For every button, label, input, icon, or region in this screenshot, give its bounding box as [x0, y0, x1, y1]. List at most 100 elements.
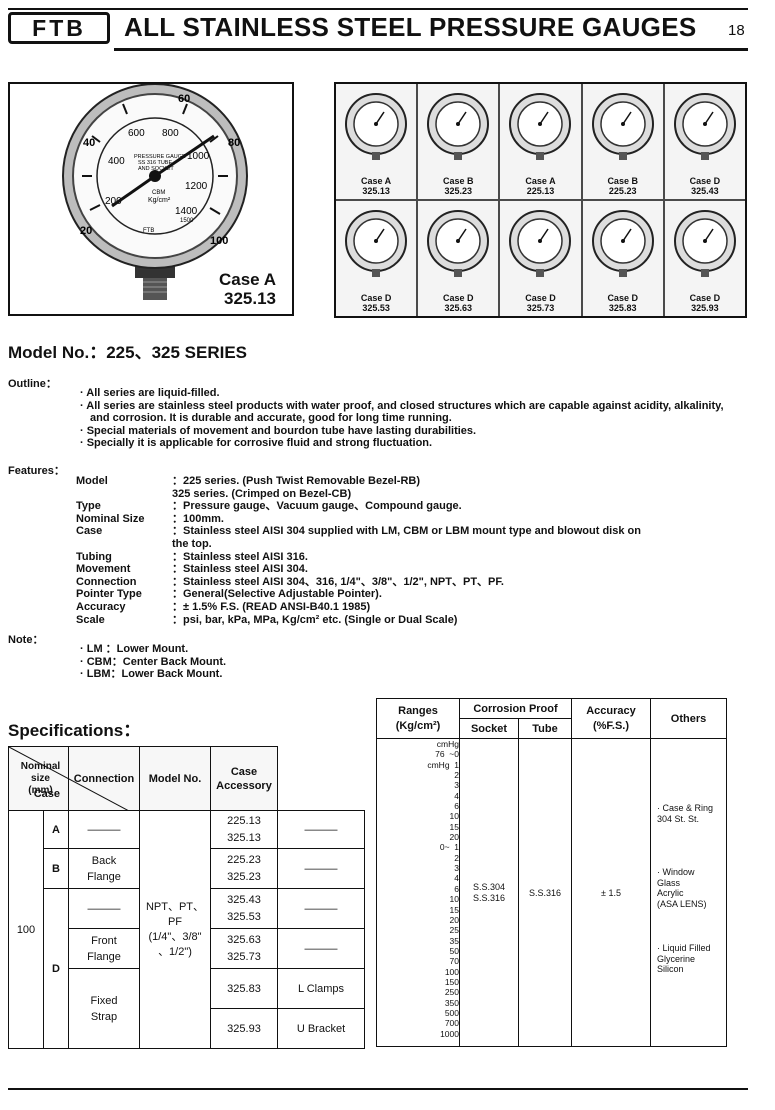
- feature-value: ：100mm.: [172, 512, 224, 525]
- cell-size: 100: [8, 810, 44, 1049]
- feature-key: Scale: [76, 613, 105, 626]
- feature-key: Accuracy: [76, 600, 126, 613]
- case-variant-name: Case D: [689, 176, 721, 186]
- range-value: 35: [449, 935, 459, 946]
- range-value: 350: [444, 997, 459, 1008]
- th-ranges: Ranges(Kg/cm²): [376, 698, 460, 739]
- main-case-name: Case A: [218, 270, 276, 289]
- main-case-label: Case A 325.13: [219, 270, 276, 308]
- case-variant-name: Case D: [689, 293, 721, 303]
- features-label: Features：: [8, 465, 65, 477]
- main-gauge-photo: 20 40 60 80 100 200 400 600 800 1000 120…: [8, 82, 294, 316]
- outline-item: · Specially it is applicable for corrosi…: [80, 437, 433, 449]
- range-value: 1000: [440, 1028, 459, 1039]
- features-list: Model：225 series. (Push Twist Removable …: [76, 475, 732, 626]
- gauge-thumbnail-icon: [345, 210, 408, 277]
- case-variant-code: 325.23: [444, 186, 473, 196]
- gauge-illustration: 20 40 60 80 100 200 400 600 800 1000 120…: [62, 83, 248, 300]
- feature-key: Nominal Size: [76, 512, 145, 525]
- range-value: 6: [454, 801, 459, 812]
- range-value: 10: [449, 894, 459, 905]
- th-model: Model No.: [139, 746, 211, 811]
- dial-inner-2: 600: [128, 128, 145, 139]
- th-case: Case: [33, 788, 60, 800]
- case-variant-name: Case A: [525, 176, 556, 186]
- range-value: 50: [449, 945, 459, 956]
- range-value: 4: [454, 790, 459, 801]
- ranges-table: Ranges(Kg/cm²) Corrosion Proof Accuracy(…: [376, 698, 727, 1047]
- range-value: 15: [449, 904, 459, 915]
- range-value: 20: [449, 914, 459, 925]
- th-socket: Socket: [459, 718, 519, 739]
- case-variant-name: Case D: [360, 293, 392, 303]
- range-value: 100: [444, 966, 459, 977]
- dial-inner-4: 1000: [187, 151, 210, 162]
- feature-value: ：Stainless steel AISI 316.: [172, 550, 308, 563]
- range-value: 250: [444, 987, 459, 998]
- cell-accessory: ———: [277, 888, 365, 929]
- th-corrosion: Corrosion Proof: [459, 698, 572, 719]
- cell-connection: NPT、PT、PF(1/4"、3/8"、1/2"): [139, 810, 211, 1049]
- range-value: 70: [449, 956, 459, 967]
- feature-value: ：± 1.5% F.S. (READ ANSI-B40.1 1985): [172, 600, 371, 613]
- range-value: 2: [454, 852, 459, 863]
- feature-value: ：Stainless steel AISI 304、316, 1/4"、3/8"…: [172, 575, 504, 588]
- gauge-thumbnail-icon: [673, 210, 736, 277]
- feature-value: ：Stainless steel AISI 304.: [172, 563, 308, 576]
- dial-inner-0: 200: [105, 196, 122, 207]
- cell-accessory: ———: [277, 928, 365, 969]
- gauge-thumbnail-icon: [509, 210, 572, 277]
- feature-value: the top.: [172, 537, 212, 550]
- cell-accessory: ———: [277, 848, 365, 889]
- range-value: 3: [454, 780, 459, 791]
- gauge-thumbnail-icon: [345, 93, 408, 160]
- dial-outer-1: 40: [83, 137, 95, 149]
- page-title: ALL STAINLESS STEEL PRESSURE GAUGES: [124, 12, 697, 42]
- range-value: 10: [449, 811, 459, 822]
- case-variant-name: Case D: [607, 293, 638, 303]
- case-variant-name: Case A: [361, 176, 392, 186]
- feature-row: Scale ：psi, bar, kPa, MPa, Kg/cm² etc. (S…: [76, 614, 732, 627]
- dial-outer-4: 100: [210, 235, 228, 247]
- feature-key: [76, 488, 172, 501]
- range-value: 76 ~0: [435, 749, 459, 760]
- dial-brand: FTB: [143, 228, 154, 234]
- feature-key: Case: [76, 525, 103, 538]
- th-tube: Tube: [518, 718, 572, 739]
- feature-row: Nominal Size ：100mm.: [76, 513, 732, 526]
- th-connection: Connection: [68, 746, 140, 811]
- feature-value: ：Stainless steel AISI 304 supplied with …: [172, 525, 641, 538]
- feature-row: Tubing ：Stainless steel AISI 316.: [76, 551, 732, 564]
- gauge-thumbnail-icon: [427, 93, 490, 160]
- range-value: 700: [444, 1018, 459, 1029]
- cell-dash: ———: [68, 888, 140, 929]
- range-value: cmHg: [436, 739, 459, 749]
- range-value: 500: [444, 1007, 459, 1018]
- feature-value: ：Pressure gauge、Vacuum gauge、Compound ga…: [172, 500, 462, 513]
- feature-row: Type ：Pressure gauge、Vacuum gauge、Compoun…: [76, 500, 732, 513]
- specifications-table: Nominal size (mm) Case Connection Model …: [8, 746, 365, 1049]
- model-title: Model No.：225、325 SERIES: [8, 343, 248, 362]
- feature-key: Type: [76, 500, 101, 513]
- cell-model: 325.93: [210, 1008, 278, 1049]
- case-variant-code: 325.93: [691, 303, 719, 313]
- cell-case-d: D: [43, 888, 69, 1049]
- feature-key: Tubing: [76, 550, 112, 563]
- feature-value: 325 series. (Crimped on Bezel-CB): [172, 487, 352, 500]
- feature-value: ：psi, bar, kPa, MPa, Kg/cm² etc. (Single…: [172, 613, 458, 626]
- range-value: 25: [449, 925, 459, 936]
